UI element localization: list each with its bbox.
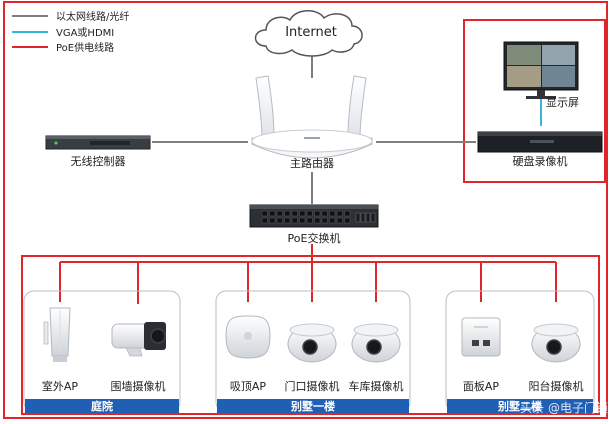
cloud-icon bbox=[254, 10, 363, 57]
device-door-camera-label: 门口摄像机 bbox=[285, 379, 340, 393]
dome-camera-icon bbox=[351, 323, 401, 363]
monitor-label: 显示屏 bbox=[546, 96, 579, 109]
switch-port bbox=[284, 217, 291, 224]
switch-port bbox=[284, 210, 291, 217]
switch-port bbox=[291, 217, 298, 224]
monitor-node: 显示屏 bbox=[503, 41, 579, 109]
switch-port bbox=[321, 210, 328, 217]
device-balcony-camera-label: 阳台摄像机 bbox=[529, 379, 584, 393]
router-icon bbox=[251, 75, 373, 159]
switch-port bbox=[306, 210, 313, 217]
device-wall-camera: 围墙摄像机 bbox=[111, 322, 166, 393]
zone-floor2-bar bbox=[447, 399, 593, 413]
controller-label: 无线控制器 bbox=[71, 154, 126, 168]
device-door-camera: 门口摄像机 bbox=[285, 323, 340, 393]
internet-node: Internet bbox=[254, 10, 363, 57]
outer-frame bbox=[3, 1, 608, 419]
switch-port bbox=[261, 217, 268, 224]
switch-port bbox=[276, 210, 283, 217]
switch-port bbox=[344, 210, 351, 217]
switch-port bbox=[276, 217, 283, 224]
device-garage-camera: 车库摄像机 bbox=[349, 323, 404, 393]
ethernet-links bbox=[152, 54, 476, 204]
router-node: 主路由器 bbox=[251, 75, 373, 170]
switch-port bbox=[336, 217, 343, 224]
switch-port bbox=[336, 210, 343, 217]
switch-port bbox=[269, 210, 276, 217]
nvr-label: 硬盘录像机 bbox=[513, 154, 568, 168]
outdoor-ap-icon bbox=[43, 307, 71, 362]
switch-sfp-port bbox=[370, 212, 376, 223]
device-balcony-camera: 阳台摄像机 bbox=[529, 323, 584, 393]
device-outdoor-ap: 室外AP bbox=[42, 307, 79, 393]
switch-port bbox=[329, 217, 336, 224]
controller-node: 无线控制器 bbox=[45, 135, 151, 168]
dome-camera-icon bbox=[287, 323, 337, 363]
zone-floor1: 别墅一楼 bbox=[215, 290, 411, 413]
switch-icon bbox=[249, 204, 379, 228]
switch-port bbox=[299, 217, 306, 224]
device-panel-ap-label: 面板AP bbox=[463, 379, 500, 393]
switch-port bbox=[314, 217, 321, 224]
panel-ap-icon bbox=[461, 317, 501, 357]
switch-port bbox=[321, 217, 328, 224]
zone-floor2: 别墅二楼 bbox=[445, 290, 595, 413]
switch-sfp-port bbox=[355, 212, 361, 223]
switch-port bbox=[329, 210, 336, 217]
watermark: 头条 @电子门锁 bbox=[520, 400, 608, 415]
zone-yard-bar bbox=[25, 399, 179, 413]
bullet-camera-icon bbox=[111, 322, 166, 357]
device-panel-ap: 面板AP bbox=[461, 317, 501, 393]
internet-label: Internet bbox=[285, 25, 337, 40]
switch-port bbox=[306, 217, 313, 224]
switch-port bbox=[291, 210, 298, 217]
zone-yard-frame bbox=[23, 290, 181, 413]
legend-video-label: VGA或HDMI bbox=[56, 27, 114, 39]
zone-yard: 庭院 bbox=[23, 290, 181, 413]
monitor-icon bbox=[503, 41, 579, 99]
switch-port bbox=[299, 210, 306, 217]
ceiling-ap-icon bbox=[225, 315, 271, 359]
device-ceiling-ap-label: 吸顶AP bbox=[230, 380, 267, 393]
legend-ethernet-label: 以太网线路/光纤 bbox=[56, 10, 129, 23]
controller-icon bbox=[45, 135, 151, 150]
poe-switch-node: PoE交换机 bbox=[249, 204, 379, 245]
nvr-node: 硬盘录像机 bbox=[477, 131, 603, 168]
zone-floor1-bar bbox=[217, 399, 409, 413]
device-outdoor-ap-label: 室外AP bbox=[42, 379, 79, 393]
switch-port bbox=[269, 217, 276, 224]
switch-port bbox=[344, 217, 351, 224]
device-garage-camera-label: 车库摄像机 bbox=[349, 379, 404, 393]
switch-port bbox=[261, 210, 268, 217]
device-ceiling-ap: 吸顶AP bbox=[225, 315, 271, 393]
poe-links bbox=[59, 244, 557, 304]
switch-port bbox=[314, 210, 321, 217]
dome-camera-icon bbox=[531, 323, 581, 363]
zone-floor2-label: 别墅二楼 bbox=[497, 399, 542, 413]
zones-frame bbox=[21, 255, 600, 415]
watermark-text: 头条 @电子门锁 bbox=[520, 400, 608, 415]
nvr-icon bbox=[477, 131, 603, 153]
device-wall-camera-label: 围墙摄像机 bbox=[111, 379, 166, 393]
legend: 以太网线路/光纤 VGA或HDMI PoE供电线路 bbox=[12, 10, 129, 54]
router-label: 主路由器 bbox=[290, 156, 334, 170]
poe-switch-label: PoE交换机 bbox=[288, 231, 341, 245]
legend-poe-label: PoE供电线路 bbox=[56, 41, 114, 54]
nvr-frame bbox=[463, 19, 606, 183]
switch-sfp-port bbox=[360, 212, 366, 223]
switch-sfp-port bbox=[365, 212, 371, 223]
zone-floor1-label: 别墅一楼 bbox=[290, 399, 335, 413]
zone-yard-label: 庭院 bbox=[91, 399, 113, 413]
